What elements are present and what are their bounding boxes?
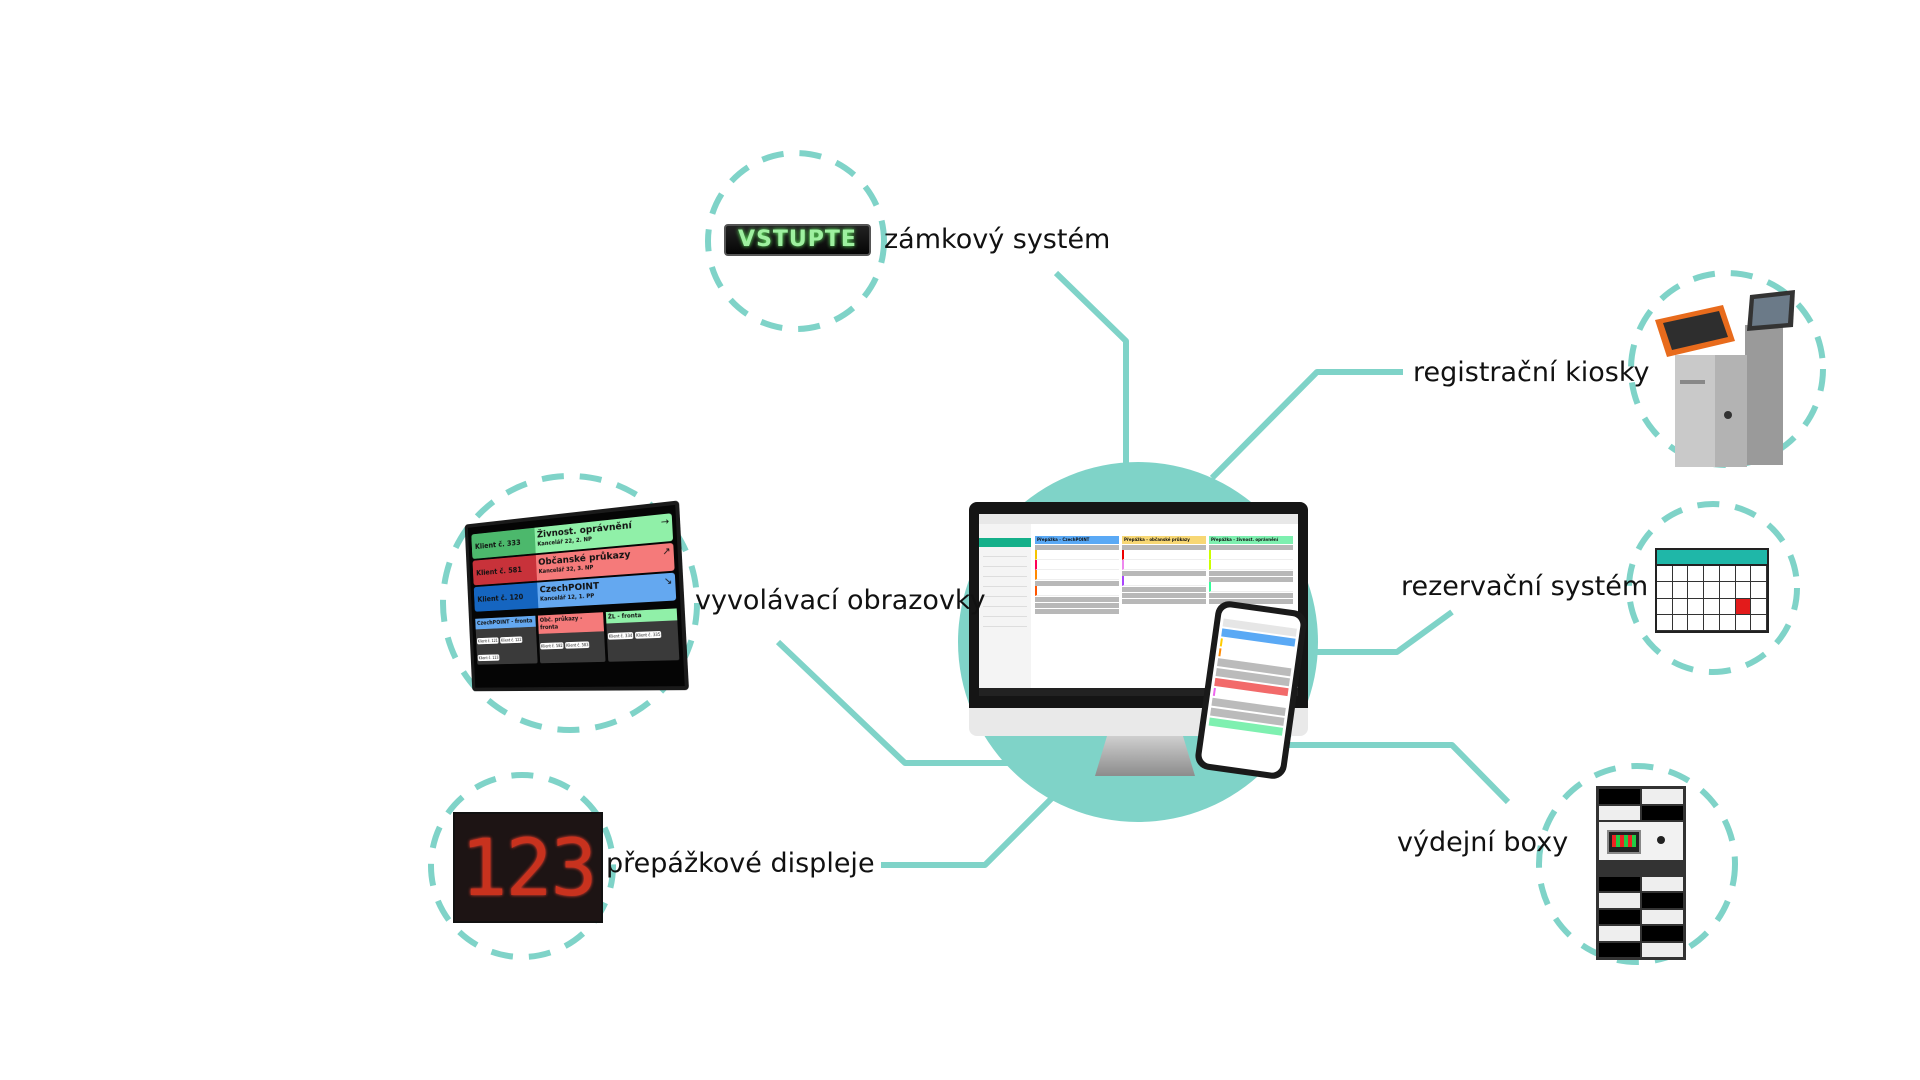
app-sidebar <box>979 524 1031 688</box>
queue-title: ŽL - fronta <box>606 608 677 623</box>
counter-column: Přepážka - CzechPOINT <box>1035 536 1119 614</box>
queue-client-chip: Klient č. 583 <box>565 641 589 648</box>
label-pickup-boxes: výdejní boxy <box>1397 827 1568 859</box>
counter-column: Přepážka - občanské průkazy <box>1122 536 1206 604</box>
queue-panel: ŽL - frontaKlient č. 334Klient č. 335 <box>606 608 680 661</box>
browser-bar <box>979 514 1298 524</box>
queue-title: CzechPOINT - fronta <box>475 616 536 630</box>
label-lock-system: zámkový systém <box>884 224 1110 256</box>
line-reservation <box>1300 612 1452 652</box>
queue-client-chip: Klient č. 334 <box>608 632 634 640</box>
monitor-stand <box>1095 736 1195 776</box>
called-client: Klient č. 581 <box>473 555 537 585</box>
queue-client-chip: Klient č. 122 <box>500 636 522 643</box>
called-client: Klient č. 120 <box>474 583 538 612</box>
label-registration-kiosks: registrační kiosky <box>1413 357 1649 389</box>
queue-panel: Obč. průkazy - frontaKlient č. 582Klient… <box>538 612 606 663</box>
calendar-icon <box>1655 548 1769 633</box>
line-kiosk <box>1212 372 1403 478</box>
phone-screen <box>1200 606 1301 774</box>
column-header: Přepážka - živnost. oprávnění <box>1209 536 1293 544</box>
queue-client-chip: Klient č. 335 <box>635 631 661 639</box>
queue-client-chip: Klient č. 123 <box>478 654 500 661</box>
led-counter-display: 123 <box>453 812 603 923</box>
arrow-right-icon: → <box>661 515 670 529</box>
line-boxes <box>1280 745 1508 802</box>
column-header: Přepážka - občanské průkazy <box>1122 536 1206 544</box>
pickup-boxes-icon <box>1596 786 1686 960</box>
label-reservation-system: rezervační systém <box>1401 571 1648 603</box>
label-calling-screens: vyvolávací obrazovky <box>695 585 986 617</box>
counter-column: Přepážka - živnost. oprávnění <box>1209 536 1293 604</box>
called-client: Klient č. 333 <box>471 528 535 559</box>
arrow-up-right-icon: ↗ <box>662 545 671 559</box>
column-header: Přepážka - CzechPOINT <box>1035 536 1119 544</box>
line-counter <box>881 798 1052 865</box>
queue-client-chip: Klient č. 582 <box>540 642 564 649</box>
label-counter-displays: přepážkové displeje <box>606 848 875 880</box>
arrow-down-right-icon: ↘ <box>664 575 673 588</box>
calling-screen: Klient č. 333 Živnost. oprávněníKancelář… <box>440 500 690 715</box>
line-lock <box>1056 273 1126 468</box>
queue-title: Obč. průkazy - fronta <box>538 612 604 634</box>
queue-client-chip: Klient č. 121 <box>477 637 499 644</box>
vstupte-sign: VSTUPTE <box>724 224 871 256</box>
queue-panel: CzechPOINT - frontaKlient č. 121Klient č… <box>475 616 537 665</box>
kiosk-icon <box>1655 285 1795 470</box>
